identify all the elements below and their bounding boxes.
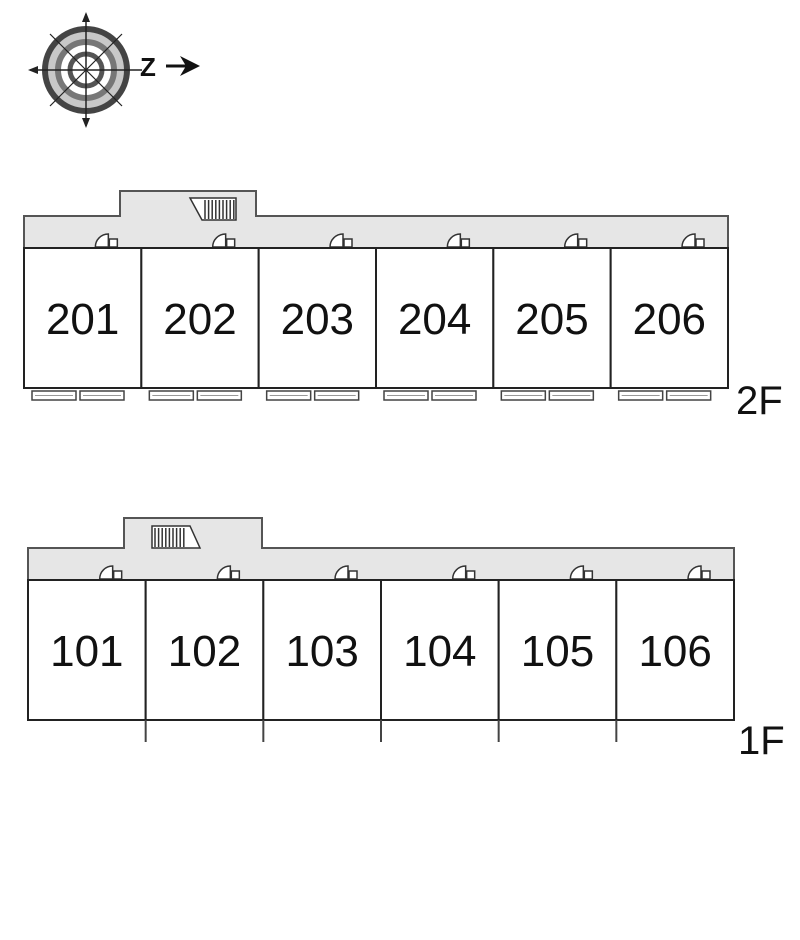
compass-icon [28,12,142,128]
door-icon [334,565,358,580]
floor-label-1f: 1F [738,719,785,763]
floor-2f-plan: 201 202 203 204 205 206 [23,190,730,401]
balcony [431,390,477,401]
unit-number-label: 104 [403,627,476,676]
unit-204: 204 [375,233,495,389]
balcony [148,390,195,401]
balcony [665,390,712,401]
floor-2f-outline [23,247,729,389]
unit-number-label: 205 [515,295,588,344]
unit-number-label: 201 [46,295,119,344]
unit-number-label: 203 [281,295,354,344]
unit-205: 205 [492,233,612,389]
stairs-2f-icon [188,197,237,221]
door-icon [451,565,476,580]
door-icon [211,233,236,248]
unit-number-label: 106 [638,627,711,676]
unit-101: 101 [27,565,147,721]
balcony [500,390,547,401]
balcony [79,390,125,401]
stairs-1f-icon [151,525,202,549]
unit-201: 201 [23,233,143,389]
floor-1f-plan: 101 102 103 104 105 106 [27,517,735,742]
unit-203: 203 [257,233,377,389]
balcony [383,390,429,401]
door-icon [329,233,353,248]
unit-number-label: 101 [50,627,123,676]
unit-105: 105 [497,565,618,721]
unit-number-label: 105 [521,627,594,676]
unit-number-label: 102 [168,627,241,676]
unit-102: 102 [144,565,265,721]
north-label: Z [140,52,156,82]
unit-206: 206 [609,233,730,389]
unit-number-label: 103 [285,627,358,676]
balcony [31,390,77,401]
unit-104: 104 [380,565,500,721]
unit-106: 106 [615,565,735,721]
corridor-1f [27,517,735,581]
unit-103: 103 [262,565,383,721]
unit-number-label: 204 [398,295,471,344]
door-icon [687,565,711,580]
balcony [617,390,664,401]
north-arrow-icon [166,56,200,76]
balcony [196,390,243,401]
balcony [548,390,595,401]
unit-number-label: 202 [163,295,236,344]
floor-label-2f: 2F [736,379,783,423]
unit-number-label: 206 [633,295,706,344]
door-icon [216,565,241,580]
unit-202: 202 [140,233,260,389]
balcony [313,390,360,401]
balcony [265,390,312,401]
corridor-2f [23,190,729,249]
